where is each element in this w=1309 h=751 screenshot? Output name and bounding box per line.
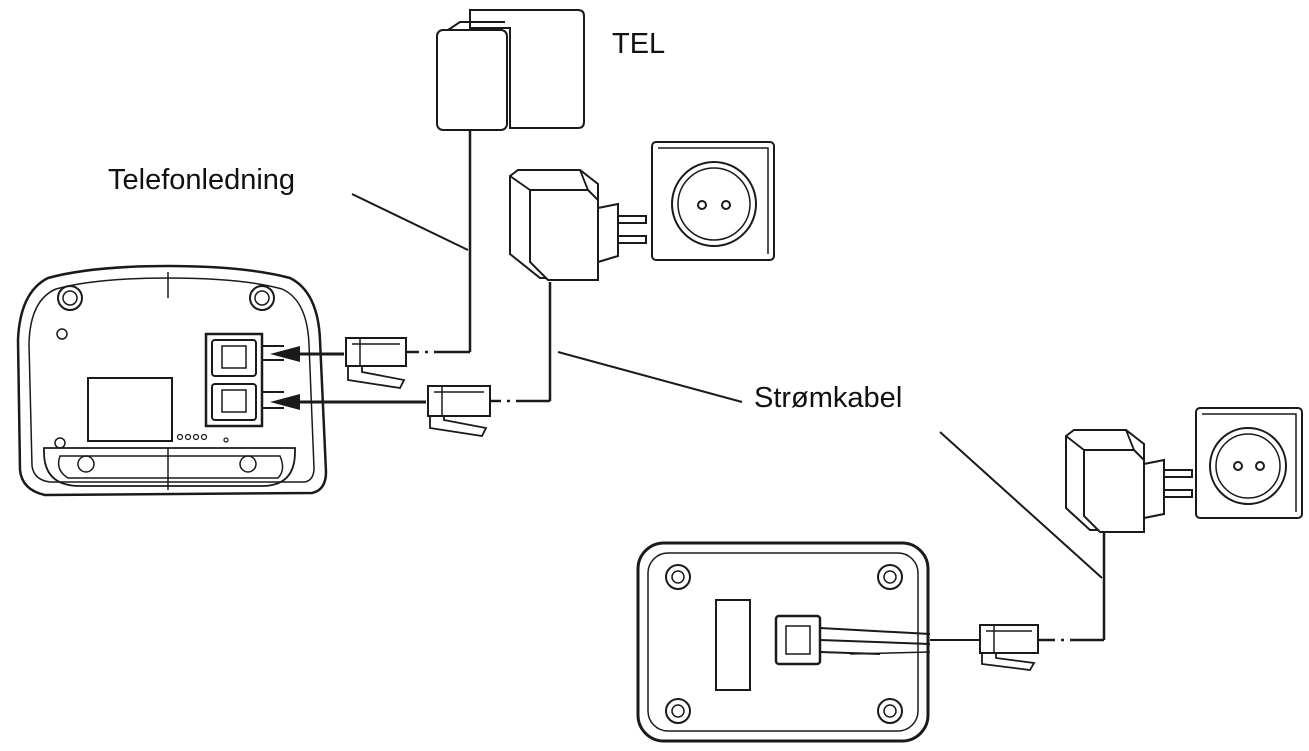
charger-power-adapter xyxy=(1065,429,1193,533)
base-power-adapter xyxy=(509,169,647,281)
charger-power-cable xyxy=(1038,530,1106,642)
callout-lines xyxy=(351,193,1103,579)
phone-cord-label: Telefonledning xyxy=(108,164,296,196)
charger-wall-outlet xyxy=(1195,407,1303,519)
charger-power-plug xyxy=(930,624,1039,671)
base-station xyxy=(16,264,328,497)
phone-cord-leader xyxy=(351,193,469,251)
connection-arrows xyxy=(270,346,426,410)
tel-wall-socket xyxy=(436,9,585,131)
tel-label: TEL xyxy=(612,28,666,60)
phone-cord-plug xyxy=(345,337,407,389)
base-power-cable xyxy=(490,282,552,403)
power-cable-label: Strømkabel xyxy=(754,382,903,414)
power-cable-leader-base xyxy=(557,351,743,403)
charger xyxy=(636,541,931,743)
base-power-plug xyxy=(427,385,491,437)
phone-cord xyxy=(406,130,472,354)
base-wall-outlet xyxy=(651,141,775,261)
power-cable-leader-charger xyxy=(939,431,1103,579)
